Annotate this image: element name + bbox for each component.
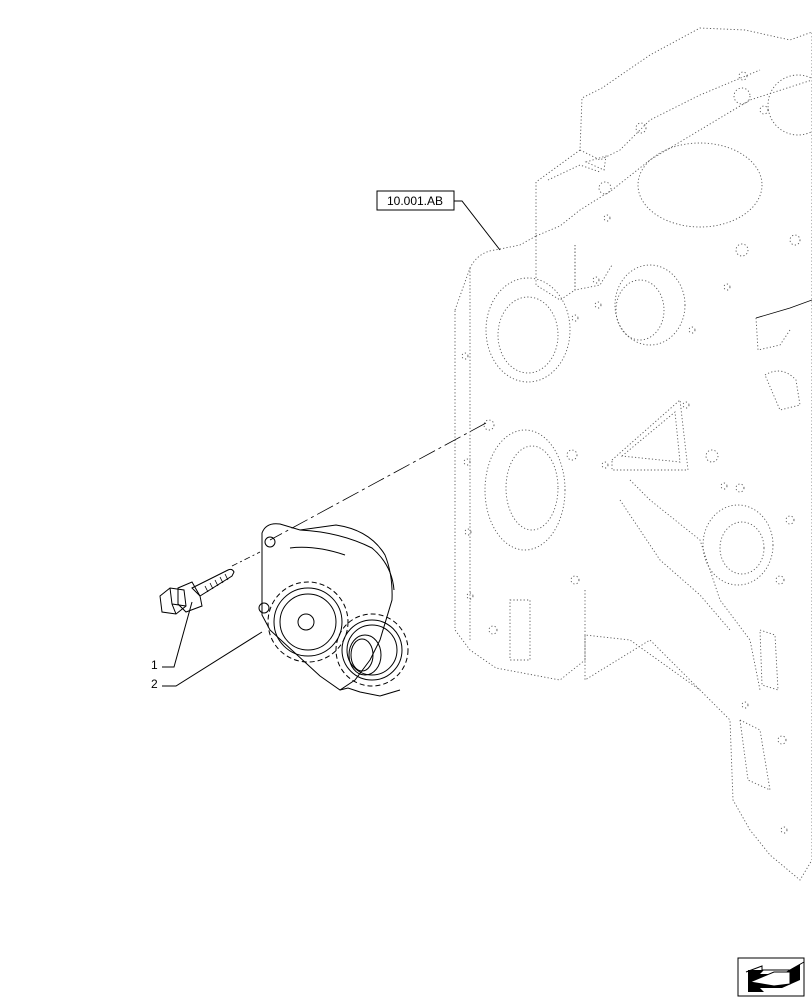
bolt — [159, 568, 235, 615]
callout-1[interactable]: 2 — [151, 631, 263, 691]
reference-label-leader — [454, 200, 501, 251]
callout-1-number: 2 — [151, 677, 158, 691]
engine-block — [454, 27, 812, 881]
callout-1-leader — [162, 631, 263, 687]
callout-2-leader — [162, 601, 193, 668]
callout-2[interactable]: 1 — [151, 601, 193, 672]
reference-label-text: 10.001.AB — [387, 194, 443, 208]
centerline — [231, 422, 487, 567]
reference-label[interactable]: 10.001.AB — [376, 190, 501, 251]
callout-2-number: 1 — [151, 658, 158, 672]
arrow-icon[interactable] — [737, 957, 805, 997]
oil-pump — [258, 523, 409, 697]
